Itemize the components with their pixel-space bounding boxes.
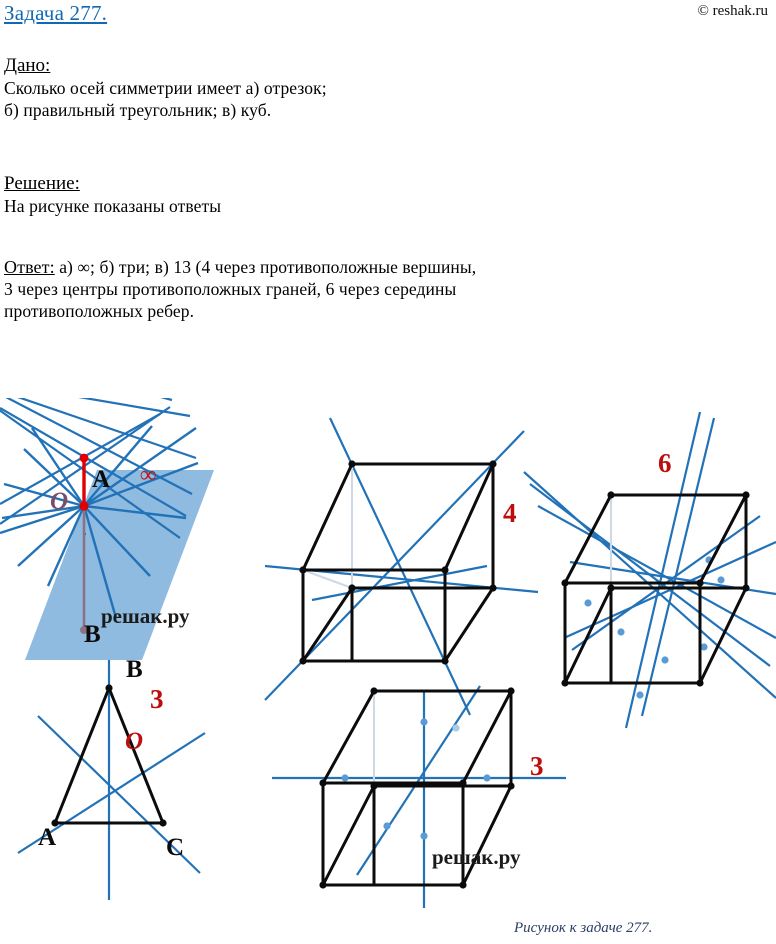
- point-O-dot: [79, 501, 89, 511]
- triangle-diagram-group: [17, 660, 206, 900]
- cube3-face-dot-top: [420, 718, 428, 726]
- given-line-1: Сколько осей симметрии имеет а) отрезок;: [4, 78, 327, 98]
- page-title: Задача 277.: [4, 1, 108, 25]
- cube3-face-dot-right: [483, 774, 491, 782]
- solution-line-1: На рисунке показаны ответы: [4, 196, 222, 216]
- answer-line-1-rest: а) ∞; б) три; в) 13 (4 через противополо…: [54, 257, 477, 277]
- given-heading: Дано:: [4, 55, 51, 76]
- answer-line-2: 3 через центры противоположных граней, 6…: [4, 279, 457, 299]
- cube4-vertices: [299, 460, 497, 665]
- solution-section: Решение: На рисунке показаны ответы: [4, 172, 221, 217]
- copyright-notice: © reshak.ru: [697, 3, 768, 19]
- cube6-axis-lines: [523, 411, 776, 729]
- plane-label-B: B: [84, 621, 101, 648]
- cube3-face-dot-bottom: [420, 832, 428, 840]
- triangle-vertex-C: [159, 819, 167, 827]
- answer-heading: Ответ:: [4, 257, 55, 277]
- triangle-label-O: O: [125, 728, 144, 755]
- figure-caption: Рисунок к задаче 277.: [514, 920, 653, 936]
- triangle-axis-lines: [17, 660, 206, 900]
- cube-edges-axis-count: 6: [658, 448, 672, 478]
- cube6-edges: [563, 493, 748, 685]
- triangle-vertex-B: [105, 684, 113, 692]
- triangle-vertex-A: [51, 819, 59, 827]
- figure-area: A B O ∞ B A C O 3 4 3 6: [0, 398, 776, 944]
- solution-heading: Решение:: [4, 173, 80, 194]
- triangle-label-C: C: [166, 834, 185, 861]
- triangle-label-A: A: [38, 824, 57, 851]
- watermark-plane: решак.ру: [101, 604, 190, 628]
- triangle-axis-count: 3: [150, 684, 164, 714]
- given-line-2: б) правильный треугольник; в) куб.: [4, 100, 272, 120]
- answer-section: Ответ: а) ∞; б) три; в) 13 (4 через прот…: [4, 256, 476, 322]
- triangle-label-B: B: [126, 656, 143, 683]
- watermark-cube: решак.ру: [432, 845, 521, 869]
- cube3-face-dot-front: [383, 822, 391, 830]
- cube3-axis-lines: [272, 685, 566, 908]
- plane-label-O: O: [50, 488, 69, 515]
- cube6-edge-dots: [584, 556, 725, 699]
- cube-edges-diagram-group: [523, 411, 776, 729]
- answer-first-line: Ответ: а) ∞; б) три; в) 13 (4 через прот…: [4, 256, 476, 278]
- cube3-vertices: [319, 687, 515, 889]
- symmetry-axes-figure: [0, 398, 776, 908]
- cube3-face-dot-left: [341, 774, 349, 782]
- cube-faces-diagram-group: [272, 685, 566, 908]
- point-A-dot: [79, 453, 89, 463]
- plane-label-A: A: [92, 466, 111, 493]
- equilateral-triangle: [53, 686, 165, 825]
- plane-diagram-group: [0, 398, 214, 660]
- point-B-dot: [80, 626, 88, 634]
- symmetry-plane: [25, 470, 214, 660]
- plane-axis-count-infinity: ∞: [140, 462, 157, 487]
- plane-axis-fan: [0, 425, 199, 619]
- cube-vertices-diagram-group: [264, 417, 539, 716]
- answer-line-3: противоположных ребер.: [4, 301, 195, 321]
- cube-faces-axis-count: 3: [530, 751, 544, 781]
- cube6-vertices: [561, 491, 750, 687]
- cube3-face-dot-back: [452, 724, 460, 732]
- cube4-edges: [301, 462, 495, 663]
- given-section: Дано: Сколько осей симметрии имеет а) от…: [4, 54, 327, 121]
- cube-vertices-axis-count: 4: [503, 498, 517, 528]
